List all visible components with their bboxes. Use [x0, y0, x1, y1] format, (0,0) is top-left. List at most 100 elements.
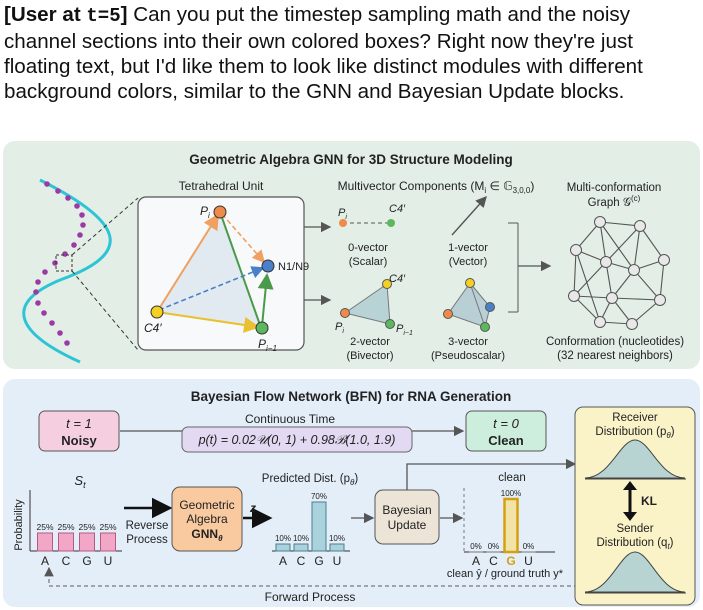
bar-value-label: 10% — [329, 534, 345, 543]
v2-c4: C4′ — [389, 273, 406, 285]
category-label: G — [506, 554, 515, 568]
bar-value-label: 10% — [293, 534, 309, 543]
v0-pi: Pi — [338, 207, 347, 221]
conformation-label: Conformation (nucleotides) — [546, 336, 684, 348]
graph-nodes — [568, 216, 670, 330]
category-label: A — [279, 554, 287, 568]
tetra-node-n: N1/N9 — [278, 261, 309, 273]
v1-label: 1-vector — [448, 242, 488, 254]
prob-axis-label: Probability — [13, 499, 25, 551]
category-label: U — [104, 554, 113, 568]
one-vector-arrow — [451, 195, 487, 236]
tetra-title: Tetrahedral Unit — [179, 179, 264, 193]
forward-process-label: Forward Process — [265, 590, 356, 604]
update-line-1: Bayesian — [382, 503, 431, 517]
continuous-time-label: Continuous Time — [245, 412, 335, 426]
v2-label: 2-vector — [350, 336, 390, 348]
category-label: A — [472, 554, 480, 568]
noisy-box — [38, 410, 120, 452]
bfn-title: Bayesian Flow Network (BFN) for RNA Gene… — [191, 389, 512, 404]
zero-vector-diagram — [339, 219, 395, 227]
rna-helix-icon — [22, 178, 139, 364]
tetrahedron-diagram — [150, 205, 275, 335]
category-label: A — [41, 554, 49, 568]
sender-line-1: Sender — [616, 523, 653, 535]
bar-g — [79, 532, 95, 552]
receiver-line-2: Distribution (pθ) — [595, 426, 674, 440]
clean-t: t = 0 — [493, 416, 519, 431]
receiver-curve — [584, 439, 686, 480]
gnn-box — [171, 486, 243, 552]
v3-label: 3-vector — [448, 336, 488, 348]
bar-value-label: 25% — [36, 522, 53, 532]
v2-pi1: Pi−1 — [396, 323, 413, 337]
tetra-node-pi: Pi — [200, 204, 210, 220]
reverse-label-2: Process — [126, 534, 168, 546]
three-vector-diagram — [443, 278, 495, 332]
user-prompt: [User at t=5] Can you put the timestep s… — [4, 2, 700, 104]
st-chart: 25%A25%C25%G25%U — [36, 522, 116, 568]
bar-c — [293, 543, 309, 552]
gnn-box-line-2: Algebra — [186, 512, 228, 526]
graph-title-1: Multi-conformation — [567, 182, 662, 194]
category-label: U — [333, 554, 342, 568]
v0-name: (Scalar) — [349, 256, 388, 268]
z-label: z — [249, 501, 256, 515]
formula-text: p(t) = 0.02𝒰(0, 1) + 0.98ℬ(1.0, 1.9) — [198, 433, 396, 447]
bar-value-label: 0% — [470, 542, 482, 551]
category-label: C — [297, 554, 306, 568]
gnn-box-line-1: Geometric — [179, 498, 234, 512]
bar-value-label: 100% — [501, 489, 521, 498]
bar-value-label: 25% — [57, 522, 74, 532]
prompt-tag-prefix: [User at — [4, 3, 87, 26]
bar-a — [37, 532, 53, 552]
kl-arrow — [623, 481, 637, 521]
tetra-node-c4: C4′ — [144, 321, 162, 335]
clean-caption: clean ŷ / ground truth y* — [447, 568, 564, 580]
bar-value-label: 0% — [523, 542, 535, 551]
receiver-sender-box — [574, 406, 696, 606]
st-label: St — [74, 473, 86, 490]
receiver-line-1: Receiver — [612, 412, 658, 424]
sender-curve — [584, 551, 686, 594]
prompt-tag-var: t=5 — [86, 5, 121, 27]
bar-g — [503, 497, 519, 554]
graph-title-2: Graph 𝒢(c) — [588, 194, 641, 209]
gnn-panel — [3, 141, 700, 369]
bar-value-label: 0% — [488, 542, 500, 551]
formula-box — [181, 426, 413, 453]
conformation-sub: (32 nearest neighbors) — [557, 350, 673, 362]
category-label: C — [62, 554, 71, 568]
kl-label: KL — [641, 494, 657, 508]
bar-g — [311, 501, 327, 552]
sender-line-2: Distribution (qt) — [596, 537, 673, 551]
prompt-text: Can you put the timestep sampling math a… — [4, 3, 643, 103]
bayesian-update-box — [374, 489, 440, 545]
v0-label: 0-vector — [348, 242, 388, 254]
update-to-receiver-arrow — [406, 458, 577, 490]
category-label: G — [314, 554, 323, 568]
gnn-box-line-3: GNNθ — [191, 527, 223, 543]
v3-name: (Pseudoscalar) — [431, 350, 505, 362]
bar-c — [58, 532, 74, 552]
clean-chart-title: clean — [498, 472, 526, 484]
bar-value-label: 25% — [99, 522, 116, 532]
bar-value-label: 10% — [275, 534, 291, 543]
bar-u — [100, 532, 116, 552]
clean-label: Clean — [488, 433, 523, 448]
bar-a — [275, 543, 291, 552]
noisy-t: t = 1 — [66, 416, 92, 431]
category-label: C — [489, 554, 498, 568]
components-to-graph-connector — [508, 222, 552, 313]
category-label: G — [82, 554, 91, 568]
pred-title: Predicted Dist. (pθ) — [262, 473, 359, 487]
gnn-title: Geometric Algebra GNN for 3D Structure M… — [189, 152, 513, 167]
two-vector-diagram — [340, 279, 395, 329]
bar-value-label: 70% — [311, 492, 327, 501]
bar-u — [329, 543, 345, 552]
v1-name: (Vector) — [449, 256, 488, 268]
v0-c4: C4′ — [389, 203, 406, 215]
reverse-label-1: Reverse — [126, 520, 169, 532]
